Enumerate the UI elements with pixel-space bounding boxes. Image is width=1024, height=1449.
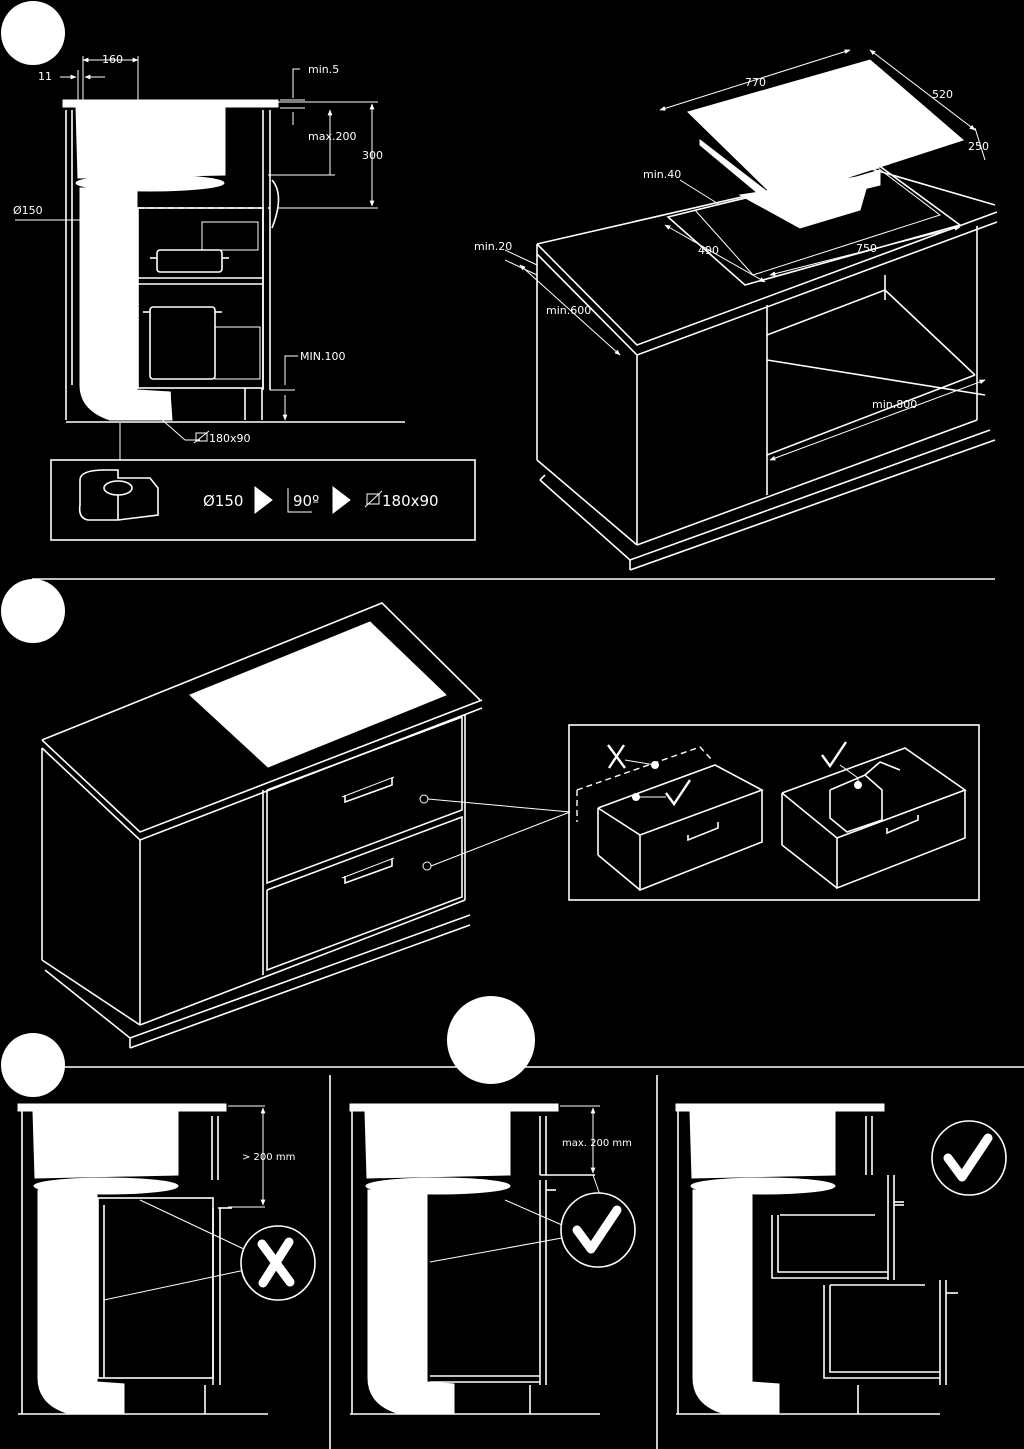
conversion-angle-label: 90º [293,492,319,510]
step-marker-3 [1,1033,65,1097]
check-icon [931,1120,1007,1196]
rect-duct-icon [193,430,210,444]
drawer-wrong-example [576,744,764,892]
dim-min5-label: min.5 [308,63,339,76]
arrow-right-icon [332,485,351,515]
panel-too-high: > 200 mm [17,1103,316,1415]
drawer-detail-box [568,724,980,901]
dim-min20-label: min.20 [474,240,512,253]
large-pot [149,306,216,380]
cross-icon [607,744,626,769]
dim-max200-label: max.200 [308,130,356,143]
hob-top [189,621,447,768]
conversion-round-label: Ø150 [203,492,243,510]
cabinet-cutout-diagram: 770 520 250 min.40 min.20 490 750 min.60… [474,49,998,571]
check-icon [665,779,691,807]
drawer-handle [344,859,393,885]
step-marker-4 [447,996,535,1084]
duct-conversion-box: Ø150 90º 180x90 [50,459,476,541]
worktop [62,99,279,108]
hob-extractor-body [75,106,226,179]
dim-11-label: 11 [38,70,52,83]
small-pot [156,249,223,273]
drawer-handle [344,778,393,804]
side-view-diagram: 160 11 min.5 max.200 300 Ø150 [13,53,405,460]
dim-min800-label: min.800 [872,398,917,411]
section-1: 160 11 min.5 max.200 300 Ø150 [1,1,998,571]
step-marker-2 [1,579,65,643]
arrow-right-icon [254,485,273,515]
section-2 [1,579,980,1049]
dim-above-200-label: > 200 mm [242,1152,295,1163]
angle-90-icon [287,488,312,513]
dim-min100-label: MIN.100 [300,350,345,363]
dim-min600-label: min.600 [546,304,591,317]
duct-collar [75,174,225,192]
rect-duct-icon [364,490,383,508]
dim-d150-label: Ø150 [13,204,43,217]
panel-drawers [675,1103,1007,1415]
step-marker-1 [1,1,65,65]
hob-top [687,59,965,201]
conversion-rect-label: 180x90 [382,492,439,510]
cross-icon [240,1225,316,1301]
vertical-duct [79,187,173,421]
dim-490-label: 490 [698,244,719,257]
duct-adapter-icon [78,469,159,521]
panel-max-height: max. 200 mm [349,1103,636,1415]
section-3: > 200 mm [1,996,1007,1449]
dim-250-label: 250 [968,140,989,153]
drawer-correct-example [781,741,967,890]
dim-max-200-label: max. 200 mm [562,1138,632,1149]
dim-160-label: 160 [102,53,123,66]
drawer-cabinet-diagram [41,602,571,1049]
dim-770-label: 770 [745,76,766,89]
dim-min40-label: min.40 [643,168,681,181]
dim-750-label: 750 [856,242,877,255]
dim-300-label: 300 [362,149,383,162]
dim-520-label: 520 [932,88,953,101]
dim-duct-label: 180x90 [209,432,251,445]
check-icon [821,741,847,769]
check-icon [560,1192,636,1268]
